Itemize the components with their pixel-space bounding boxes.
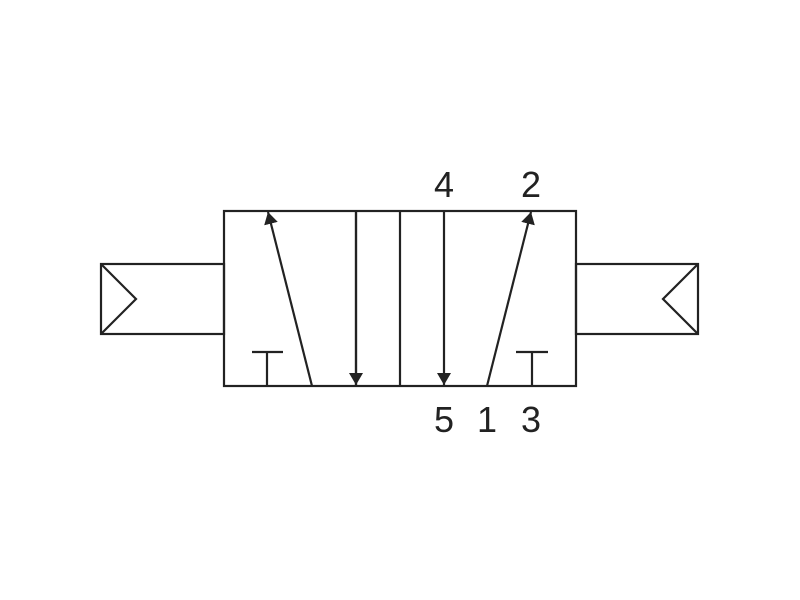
right-solenoid-box bbox=[574, 262, 700, 336]
right-position bbox=[437, 211, 548, 387]
right-solenoid-chevron bbox=[661, 263, 699, 335]
valve-body bbox=[222, 209, 578, 388]
left-blocked-port-icon bbox=[252, 350, 283, 386]
port-label-1: 1 bbox=[477, 399, 497, 440]
left-position bbox=[252, 211, 363, 387]
port-label-2: 2 bbox=[521, 164, 541, 205]
left-solenoid-actuator bbox=[99, 262, 226, 336]
right-solenoid-actuator bbox=[574, 262, 700, 336]
left-solenoid-box bbox=[99, 262, 226, 336]
right-diagonal-flow-arrow bbox=[485, 211, 535, 387]
port-label-4: 4 bbox=[434, 164, 454, 205]
port-label-5: 5 bbox=[434, 399, 454, 440]
left-solenoid-chevron bbox=[100, 263, 138, 335]
port-label-3: 3 bbox=[521, 399, 541, 440]
left-diagonal-flow-arrow bbox=[264, 211, 314, 387]
right-blocked-port-icon bbox=[516, 350, 548, 386]
port-labels: 4 2 5 1 3 bbox=[434, 164, 541, 440]
